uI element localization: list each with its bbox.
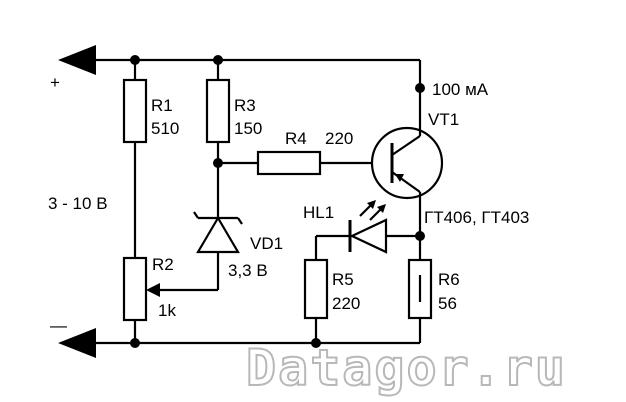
- junction-dot: [213, 55, 223, 65]
- plus-terminal-label: +: [50, 73, 60, 92]
- positive-rail: [58, 45, 420, 75]
- r5-value: 220: [332, 294, 360, 313]
- resistor-r4: [218, 150, 392, 176]
- resistor-r6: [407, 236, 433, 343]
- zener-diode-vd1: [193, 211, 243, 290]
- resistor-r5: [303, 258, 329, 343]
- junction-dot: [130, 55, 140, 65]
- junction-dot: [415, 231, 425, 241]
- vt1-types: ГТ406, ГТ403: [424, 208, 529, 227]
- r5-ref: R5: [332, 270, 354, 289]
- negative-rail: [58, 328, 420, 358]
- r1-ref: R1: [151, 96, 173, 115]
- led-hl1: [314, 200, 420, 260]
- vd1-ref: VD1: [250, 234, 283, 253]
- resistor-r1: [122, 60, 148, 258]
- resistor-r3: [205, 60, 231, 218]
- junction-dot: [415, 83, 425, 93]
- r6-value: 56: [438, 294, 457, 313]
- watermark: Datagor.ru: [246, 339, 567, 397]
- vt1-ref: VT1: [428, 110, 459, 129]
- current-label: 100 мА: [432, 80, 489, 99]
- r2-ref: R2: [152, 255, 174, 274]
- junction-dots: [130, 55, 425, 348]
- r2-value: 1k: [158, 301, 176, 320]
- r3-value: 150: [234, 119, 262, 138]
- potentiometer-r2: [122, 256, 218, 343]
- junction-dot: [311, 338, 321, 348]
- r4-value: 220: [325, 129, 353, 148]
- junction-dot: [130, 338, 140, 348]
- junction-dot: [213, 158, 223, 168]
- minus-terminal-label: —: [50, 316, 67, 335]
- r4-ref: R4: [285, 129, 307, 148]
- r6-ref: R6: [438, 270, 460, 289]
- r1-value: 510: [151, 119, 179, 138]
- r3-ref: R3: [234, 96, 256, 115]
- supply-voltage-label: 3 - 10 В: [48, 194, 108, 213]
- vd1-value: 3,3 В: [228, 261, 268, 280]
- hl1-ref: HL1: [303, 203, 334, 222]
- transistor-vt1: [370, 60, 444, 236]
